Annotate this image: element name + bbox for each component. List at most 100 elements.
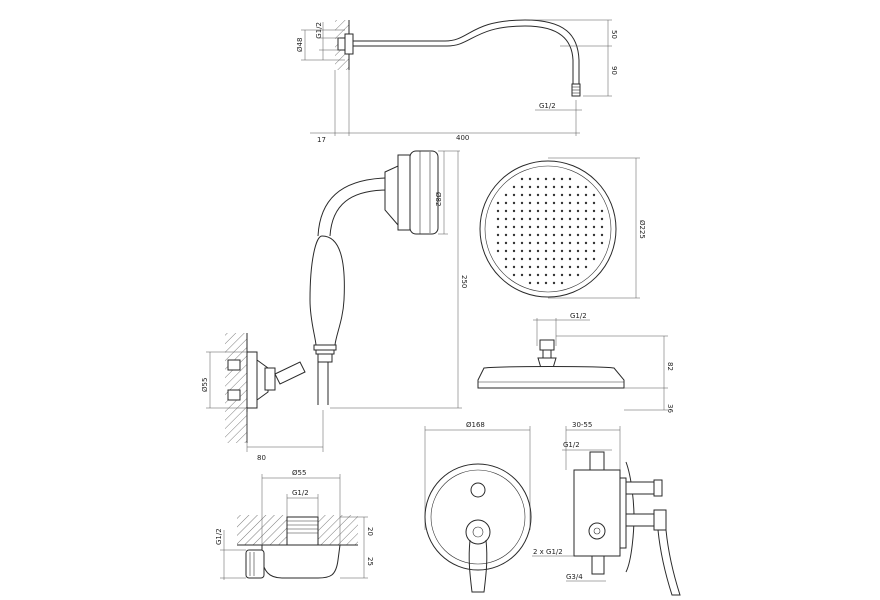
nozzle-dot (520, 265, 524, 269)
nozzle-dot (528, 233, 532, 237)
nozzle-dot (568, 257, 572, 261)
nozzle-dot (504, 257, 508, 261)
nozzle-dot (528, 273, 532, 277)
nozzle-dot (576, 249, 580, 253)
nozzle-dot (544, 249, 548, 253)
nozzle-dot (600, 233, 604, 237)
nozzle-dot (584, 185, 588, 189)
nozzle-dot (560, 177, 564, 181)
nozzle-dot (584, 217, 588, 221)
nozzle-dot (496, 209, 500, 213)
nozzle-dot (544, 209, 548, 213)
nozzle-dot (592, 257, 596, 261)
nozzle-dot (544, 281, 548, 285)
nozzle-dot (512, 249, 516, 253)
nozzle-dot (584, 225, 588, 229)
nozzle-dot (552, 201, 556, 205)
nozzle-dot (496, 217, 500, 221)
nozzle-dot (576, 209, 580, 213)
outlet-thread-side-label: G1/2 (215, 528, 223, 545)
nozzle-dot (520, 209, 524, 213)
hand-shower-view: Ø82 250 Ø55 80 (201, 150, 468, 462)
nozzle-dot (560, 257, 564, 261)
outlet-rosette (261, 544, 341, 579)
outlet-diameter-label: Ø55 (292, 469, 306, 477)
mixer-handle (468, 539, 488, 593)
nozzle-dot (528, 241, 532, 245)
nozzle-dot (504, 241, 508, 245)
nozzle-dot (584, 265, 588, 269)
nozzle-dot (504, 225, 508, 229)
nozzle-dot (592, 249, 596, 253)
nozzle-dot (576, 233, 580, 237)
nozzle-dot (568, 185, 572, 189)
nozzle-dot (552, 185, 556, 189)
nozzle-dot (520, 177, 524, 181)
nozzle-dot (576, 257, 580, 261)
nozzle-dot (568, 249, 572, 253)
nozzle-dot (552, 257, 556, 261)
nozzle-dot (512, 265, 516, 269)
arm-height-top-label: 50 (610, 30, 618, 39)
nozzle-dot (592, 209, 596, 213)
mixer-inlet-label: G3/4 (566, 573, 583, 581)
hand-projection-label: 80 (257, 454, 266, 462)
shower-arm-pipe (353, 19, 580, 84)
nozzle-dot (544, 265, 548, 269)
nozzle-dot (568, 177, 572, 181)
mixer-side-port (588, 522, 606, 540)
nozzle-dot (568, 217, 572, 221)
nozzle-dot (560, 281, 564, 285)
overhead-height-label: 82 (666, 362, 674, 371)
nozzle-dot (576, 193, 580, 197)
shower-arm-view: G1/2 Ø48 50 90 G1/2 17 400 (296, 19, 618, 144)
nozzle-dot (568, 265, 572, 269)
nozzle-dot (576, 201, 580, 205)
nozzle-dot (496, 241, 500, 245)
nozzle-dot (576, 225, 580, 229)
nozzle-dot (552, 241, 556, 245)
mixer-depth-label: 30-55 (572, 421, 592, 429)
nozzle-dot (576, 273, 580, 277)
nozzle-dot (568, 209, 572, 213)
nozzle-dot (528, 217, 532, 221)
nozzle-dot (544, 201, 548, 205)
nozzle-dot (496, 225, 500, 229)
nozzle-dot (536, 217, 540, 221)
hand-bracket-nut (264, 367, 276, 391)
arm-thread-top-label: G1/2 (315, 22, 323, 39)
nozzle-dot (512, 241, 516, 245)
mixer-top-outlet (589, 451, 605, 471)
hand-head-diameter-label: Ø82 (434, 192, 442, 206)
nozzle-dot (528, 193, 532, 197)
nozzle-dot (560, 217, 564, 221)
nozzle-dot (528, 201, 532, 205)
nozzle-dot (576, 185, 580, 189)
nozzle-dot (600, 241, 604, 245)
nozzle-dot (584, 233, 588, 237)
nozzle-dot (512, 185, 516, 189)
nozzle-dot (544, 273, 548, 277)
nozzle-dot (600, 209, 604, 213)
nozzle-dot (600, 217, 604, 221)
nozzle-dot (504, 217, 508, 221)
mixer-diverter-knob (653, 479, 663, 497)
nozzle-dot (560, 225, 564, 229)
nozzle-dot (544, 233, 548, 237)
outlet-side-connector (245, 549, 265, 579)
arm-length-label: 400 (456, 134, 469, 142)
nozzle-dot (584, 201, 588, 205)
overhead-shower-top-view: Ø225 (479, 157, 646, 299)
nozzle-dot (544, 241, 548, 245)
nozzle-dot (504, 201, 508, 205)
nozzle-dot (536, 257, 540, 261)
mixer-bottom-inlet (591, 555, 605, 575)
nozzle-dot (552, 265, 556, 269)
overhead-connector (539, 339, 555, 351)
nozzle-dot (576, 241, 580, 245)
nozzle-dot (560, 209, 564, 213)
outlet-wall-hatch-right (318, 515, 358, 545)
nozzle-dot (520, 193, 524, 197)
nozzle-dot (536, 177, 540, 181)
